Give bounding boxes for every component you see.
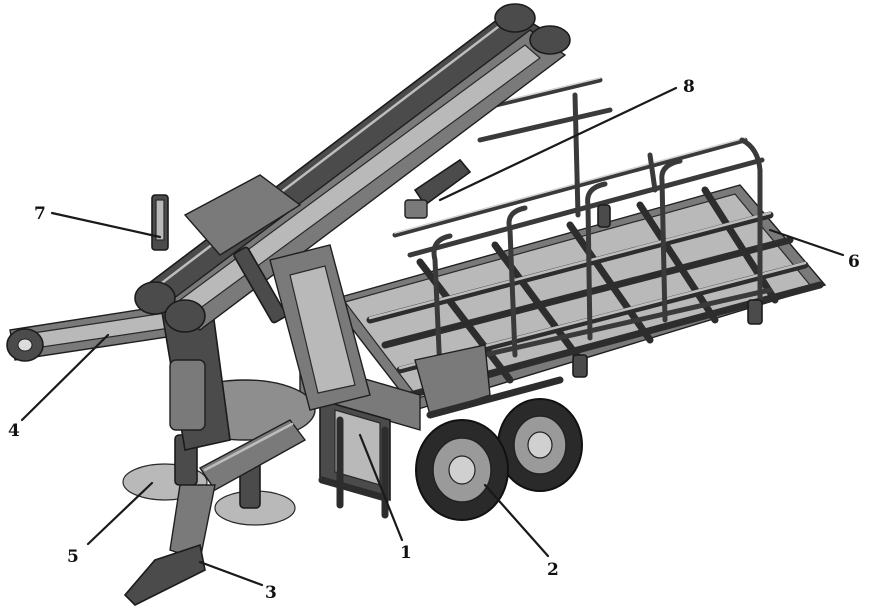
leader-6 bbox=[768, 228, 845, 257]
callout-8: 8 bbox=[683, 77, 695, 97]
drawbar-hitch bbox=[123, 419, 307, 606]
leader-8 bbox=[438, 86, 678, 202]
callout-4: 4 bbox=[8, 421, 20, 441]
leader-4 bbox=[20, 333, 110, 422]
leader-3 bbox=[198, 560, 264, 587]
callout-7: 7 bbox=[34, 204, 46, 224]
leader-5 bbox=[86, 481, 154, 546]
callout-3: 3 bbox=[265, 583, 277, 603]
guide-rail-bracket bbox=[404, 158, 472, 219]
leader-1 bbox=[358, 433, 404, 542]
leader-lines bbox=[20, 86, 845, 587]
leader-7 bbox=[50, 211, 162, 239]
callout-6: 6 bbox=[848, 252, 860, 272]
callout-1: 1 bbox=[400, 543, 412, 563]
callout-2: 2 bbox=[547, 560, 559, 580]
callout-numbers: 1 2 3 4 5 6 7 8 bbox=[8, 77, 860, 603]
callout-5: 5 bbox=[67, 547, 79, 567]
wheels bbox=[415, 376, 583, 521]
leader-2 bbox=[483, 483, 550, 558]
loader-arm-hydraulics bbox=[134, 3, 571, 411]
